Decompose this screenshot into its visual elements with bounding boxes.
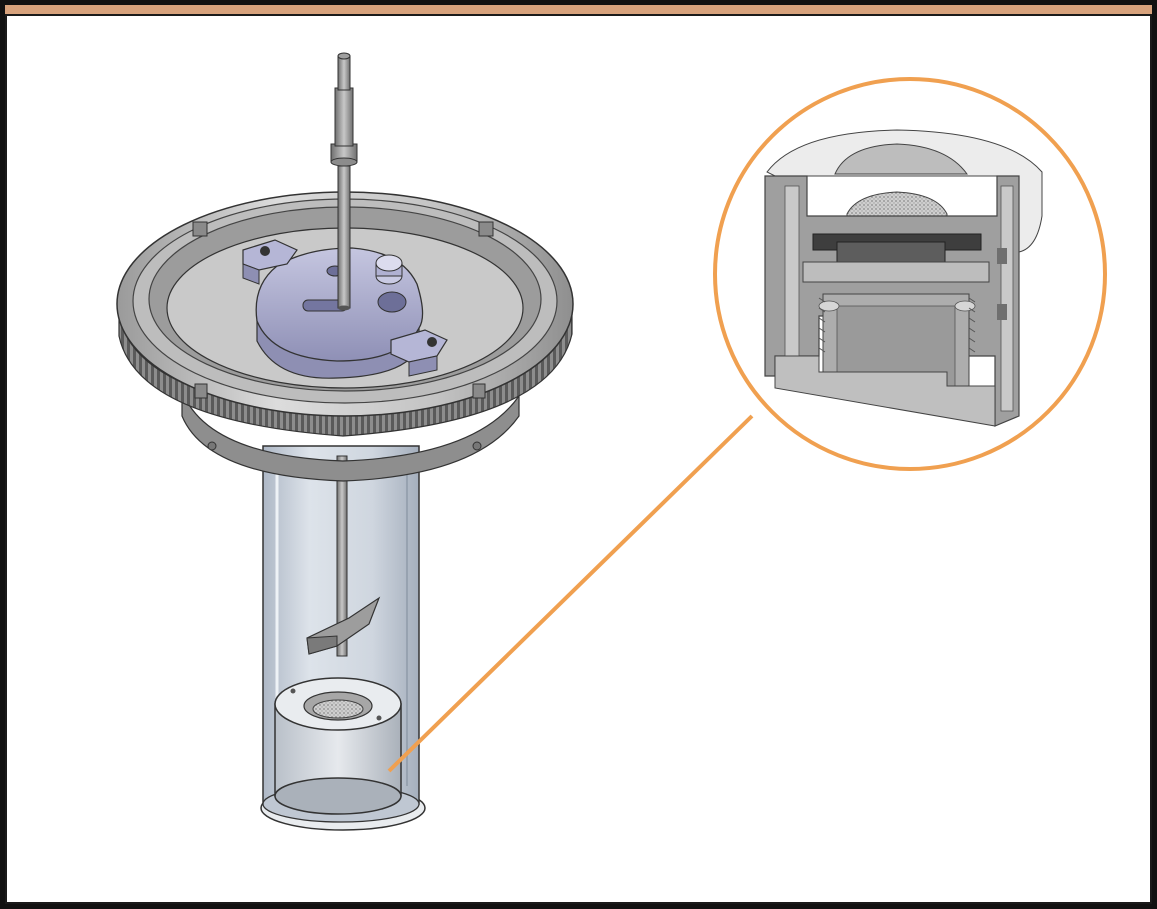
paddle [306, 455, 381, 657]
apparatus-illustration [116, 52, 1107, 831]
callout-leader-line [387, 414, 754, 773]
sample-holder [274, 677, 402, 815]
detail-callout-circle [713, 77, 1107, 471]
cross-section-detail [713, 77, 1107, 471]
drawing-canvas [5, 14, 1152, 904]
stirrer-shaft [330, 52, 358, 311]
